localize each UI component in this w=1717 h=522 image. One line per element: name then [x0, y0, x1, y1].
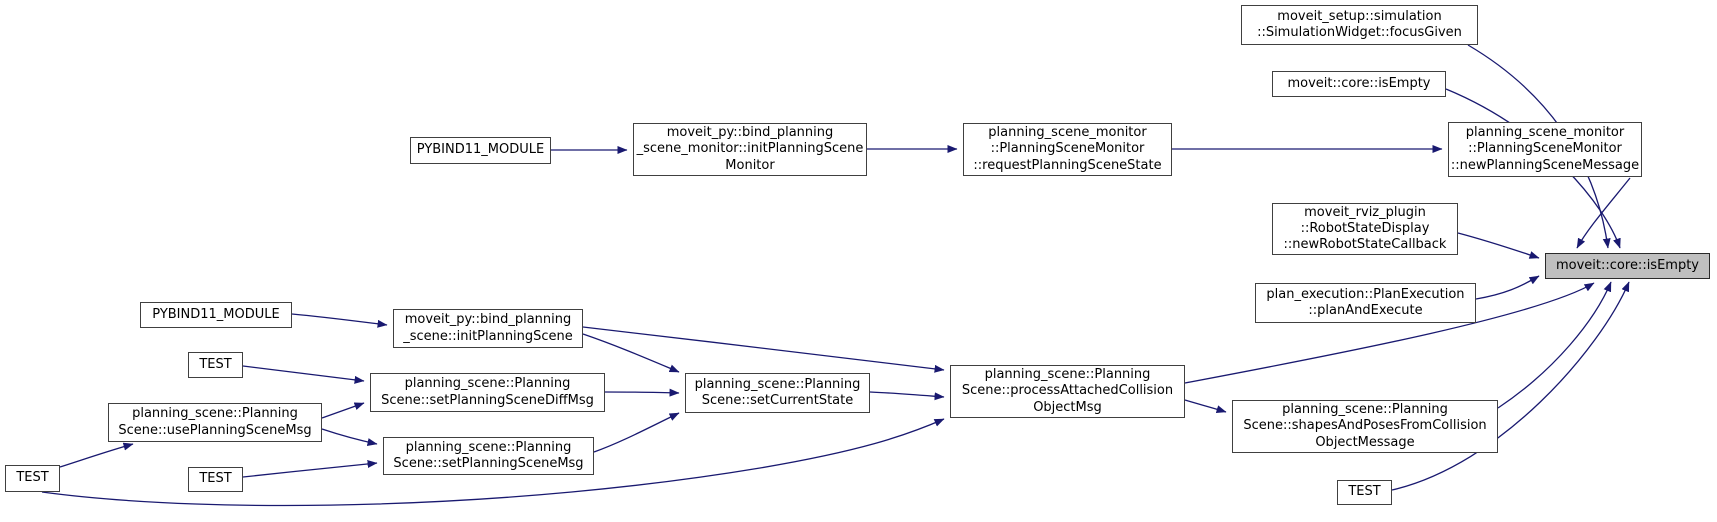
edge-new-planning-scene-message-to-is-empty-target	[1576, 177, 1631, 249]
edge-shapes-and-poses-to-is-empty-target	[1497, 281, 1612, 409]
edge-test-3-to-process-attached-collision-object-msg	[41, 418, 945, 507]
edge-use-planning-scene-msg-to-set-planning-scene-diff-msg	[321, 402, 365, 419]
node-request-planning-scene-state[interactable]: planning_scene_monitor ::PlanningSceneMo…	[963, 123, 1172, 176]
edge-test-4-to-is-empty-target	[1391, 281, 1630, 491]
node-new-planning-scene-message[interactable]: planning_scene_monitor ::PlanningSceneMo…	[1448, 122, 1642, 177]
edge-test-1-to-set-planning-scene-diff-msg	[242, 365, 365, 384]
node-plan-and-execute[interactable]: plan_execution::PlanExecution ::planAndE…	[1255, 283, 1476, 323]
node-set-planning-scene-msg[interactable]: planning_scene::Planning Scene::setPlann…	[383, 437, 594, 475]
node-shapes-and-poses-from-collision-object-message[interactable]: planning_scene::Planning Scene::shapesAn…	[1232, 400, 1498, 453]
node-set-planning-scene-diff-msg[interactable]: planning_scene::Planning Scene::setPlann…	[370, 373, 605, 412]
edge-process-attached-collision-object-msg-to-shapes-and-poses	[1184, 399, 1227, 413]
edge-use-planning-scene-msg-to-set-planning-scene-msg	[321, 428, 378, 446]
node-process-attached-collision-object-msg[interactable]: planning_scene::Planning Scene::processA…	[950, 365, 1185, 418]
edge-set-planning-scene-diff-msg-to-set-current-state	[604, 388, 680, 397]
node-use-planning-scene-msg[interactable]: planning_scene::Planning Scene::usePlann…	[108, 403, 322, 442]
node-is-empty-target: moveit::core::isEmpty	[1545, 253, 1710, 279]
edge-set-planning-scene-msg-to-set-current-state	[593, 412, 680, 453]
node-init-planning-scene[interactable]: moveit_py::bind_planning _scene::initPla…	[393, 309, 583, 348]
edge-test-3-to-use-planning-scene-msg	[59, 442, 134, 468]
edge-plan-and-execute-to-is-empty-target	[1475, 275, 1540, 300]
node-test-2[interactable]: TEST	[188, 467, 243, 492]
node-focus-given[interactable]: moveit_setup::simulation ::SimulationWid…	[1241, 5, 1478, 45]
edge-process-attached-collision-object-msg-to-is-empty-target	[1184, 282, 1595, 384]
node-init-planning-scene-monitor[interactable]: moveit_py::bind_planning _scene_monitor:…	[633, 123, 867, 176]
edge-pybind11-module-2-to-init-planning-scene	[291, 313, 388, 328]
edge-init-planning-scene-to-set-current-state	[582, 333, 680, 373]
node-pybind11-module-2[interactable]: PYBIND11_MODULE	[140, 302, 292, 328]
node-test-3[interactable]: TEST	[5, 465, 60, 492]
node-test-4[interactable]: TEST	[1337, 480, 1392, 505]
edge-test-2-to-set-planning-scene-msg	[242, 460, 378, 478]
edge-init-planning-scene-to-process-attached-collision-object-msg	[582, 326, 945, 373]
node-set-current-state[interactable]: planning_scene::Planning Scene::setCurre…	[685, 373, 870, 413]
edge-set-current-state-to-process-attached-collision-object-msg	[869, 391, 945, 401]
node-pybind11-module-1[interactable]: PYBIND11_MODULE	[410, 137, 551, 164]
node-new-robot-state-callback[interactable]: moveit_rviz_plugin ::RobotStateDisplay :…	[1272, 203, 1458, 255]
node-test-1[interactable]: TEST	[188, 352, 243, 378]
node-is-empty-caller[interactable]: moveit::core::isEmpty	[1272, 71, 1446, 97]
edge-new-robot-state-callback-to-is-empty-target	[1457, 232, 1540, 259]
